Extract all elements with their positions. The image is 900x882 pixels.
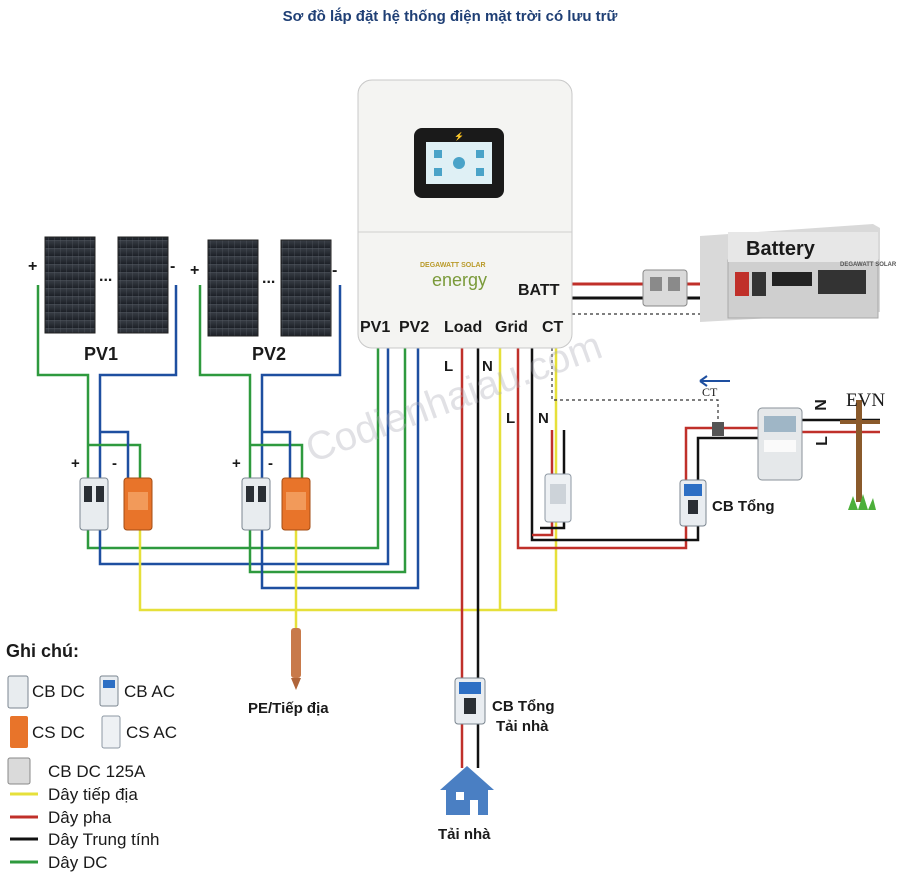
cb-dc-125a-legend-icon: [7, 757, 31, 785]
legend-icons: [7, 675, 121, 864]
cs-dc-pv1: [123, 477, 153, 531]
utility-pole-icon: [840, 400, 880, 510]
cb-tong-breaker: [679, 479, 707, 527]
battery-label: Battery: [746, 238, 815, 260]
ct-label: CT: [702, 385, 718, 399]
cb-dc-legend-icon: [7, 675, 29, 709]
hybrid-inverter: ⚡: [357, 79, 573, 349]
cb-tong-tai-nha-breaker: [454, 677, 486, 725]
cb-tong-tai-label-2: Tải nhà: [496, 718, 549, 735]
load-l-label: L: [444, 358, 454, 375]
legend-cb-dc: CB DC: [32, 682, 85, 701]
pv2-label: PV2: [252, 344, 287, 364]
cb-dc-125a-icon: [642, 269, 688, 307]
cs-ac-grid: [544, 473, 572, 523]
cb1-minus: -: [112, 455, 117, 472]
cs-dc-legend-icon: [10, 716, 28, 748]
port-grid: Grid: [495, 319, 528, 336]
legend-cb-ac: CB AC: [124, 682, 176, 701]
pv2-dots: ...: [262, 270, 276, 287]
earth-rod-icon: [291, 628, 301, 690]
pv2-minus: -: [332, 262, 338, 279]
pv1-plus: +: [28, 258, 38, 275]
evn-label: EVN: [846, 390, 886, 411]
legend-cb-dc-125a: CB DC 125A: [48, 762, 146, 781]
cb-dc-pv1: [79, 477, 109, 531]
pv1-panels: [44, 236, 169, 334]
cb-dc-pv2: [241, 477, 271, 531]
tai-nha-label: Tải nhà: [438, 826, 491, 843]
diagram-title: Sơ đồ lắp đặt hệ thống điện mặt trời có …: [282, 8, 618, 25]
pv2-plus: +: [190, 262, 200, 279]
cs-dc-pv2: [281, 477, 311, 531]
legend-earth-wire: Dây tiếp địa: [48, 785, 138, 804]
pv1-label: PV1: [84, 344, 119, 364]
house-icon: [440, 766, 494, 815]
solar-panel-icon: [280, 239, 332, 337]
port-ct: CT: [542, 319, 564, 336]
grid-l-label: L: [506, 410, 516, 427]
legend-cs-dc: CS DC: [32, 723, 85, 742]
cs-ac-legend-icon: [101, 715, 121, 749]
ct-clamp-icon: [699, 375, 730, 436]
pv2-panels: [207, 239, 332, 337]
cb-tong-label: CB Tổng: [712, 498, 775, 515]
legend-cs-ac: CS AC: [126, 723, 178, 742]
battery-pack: [700, 224, 880, 322]
svg-text:⚡: ⚡: [454, 131, 464, 141]
evn-l-label: L: [813, 436, 831, 446]
cb2-minus: -: [268, 455, 273, 472]
port-pv2: PV2: [399, 319, 430, 336]
inverter-brand: energy: [432, 270, 488, 290]
solar-panel-icon: [44, 236, 96, 334]
port-pv1: PV1: [360, 319, 391, 336]
evn-n-label: N: [812, 399, 830, 411]
legend-dc-wire: Dây DC: [48, 853, 108, 872]
cb2-plus: +: [232, 455, 241, 472]
legend-phase-wire: Dây pha: [48, 808, 112, 827]
cb1-plus: +: [71, 455, 80, 472]
solar-panel-icon: [207, 239, 259, 337]
electric-meter-icon: [757, 407, 803, 481]
legend-title: Ghi chú:: [6, 641, 79, 661]
legend-neutral-wire: Dây Trung tính: [48, 830, 160, 849]
load-wires: [460, 348, 480, 768]
port-load: Load: [444, 319, 483, 336]
pe-label: PE/Tiếp địa: [248, 700, 329, 717]
dc-wires: [36, 285, 420, 590]
pv1-dots: ...: [99, 268, 113, 285]
load-n-label: N: [482, 358, 493, 375]
batt-label: BATT: [518, 282, 560, 299]
battery-brand: DEGAWATT SOLAR: [840, 262, 897, 268]
cb-tong-tai-label-1: CB Tổng: [492, 698, 555, 715]
solar-panel-icon: [117, 236, 169, 334]
inverter-brand-small: DEGAWATT SOLAR: [420, 262, 486, 269]
grid-n-label: N: [538, 410, 549, 427]
pv1-minus: -: [170, 258, 176, 275]
